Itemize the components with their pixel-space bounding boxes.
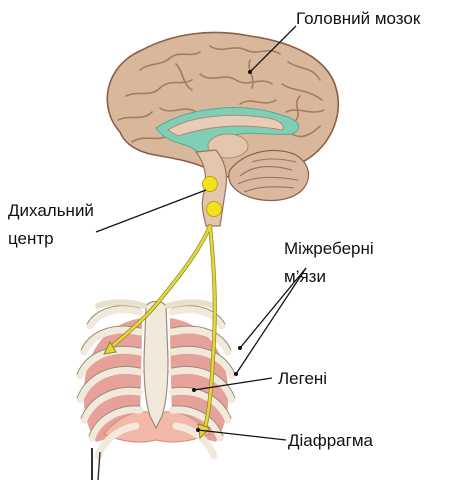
leader-respiratory-center — [96, 190, 206, 232]
label-lungs: Легені — [278, 369, 327, 388]
label-intercostal-line1: Міжреберні — [284, 239, 374, 258]
respiratory-center-lower — [207, 202, 222, 217]
label-brain: Головний мозок — [296, 9, 421, 28]
label-diaphragm: Діафрагма — [288, 431, 374, 450]
sternum — [144, 302, 168, 429]
respiratory-center-upper — [203, 177, 218, 192]
label-respiratory-center-line1: Дихальний — [8, 201, 94, 220]
label-respiratory-center-line2: центр — [8, 229, 54, 248]
label-intercostal-line2: м’язи — [284, 267, 326, 286]
brain-illustration — [107, 32, 338, 226]
